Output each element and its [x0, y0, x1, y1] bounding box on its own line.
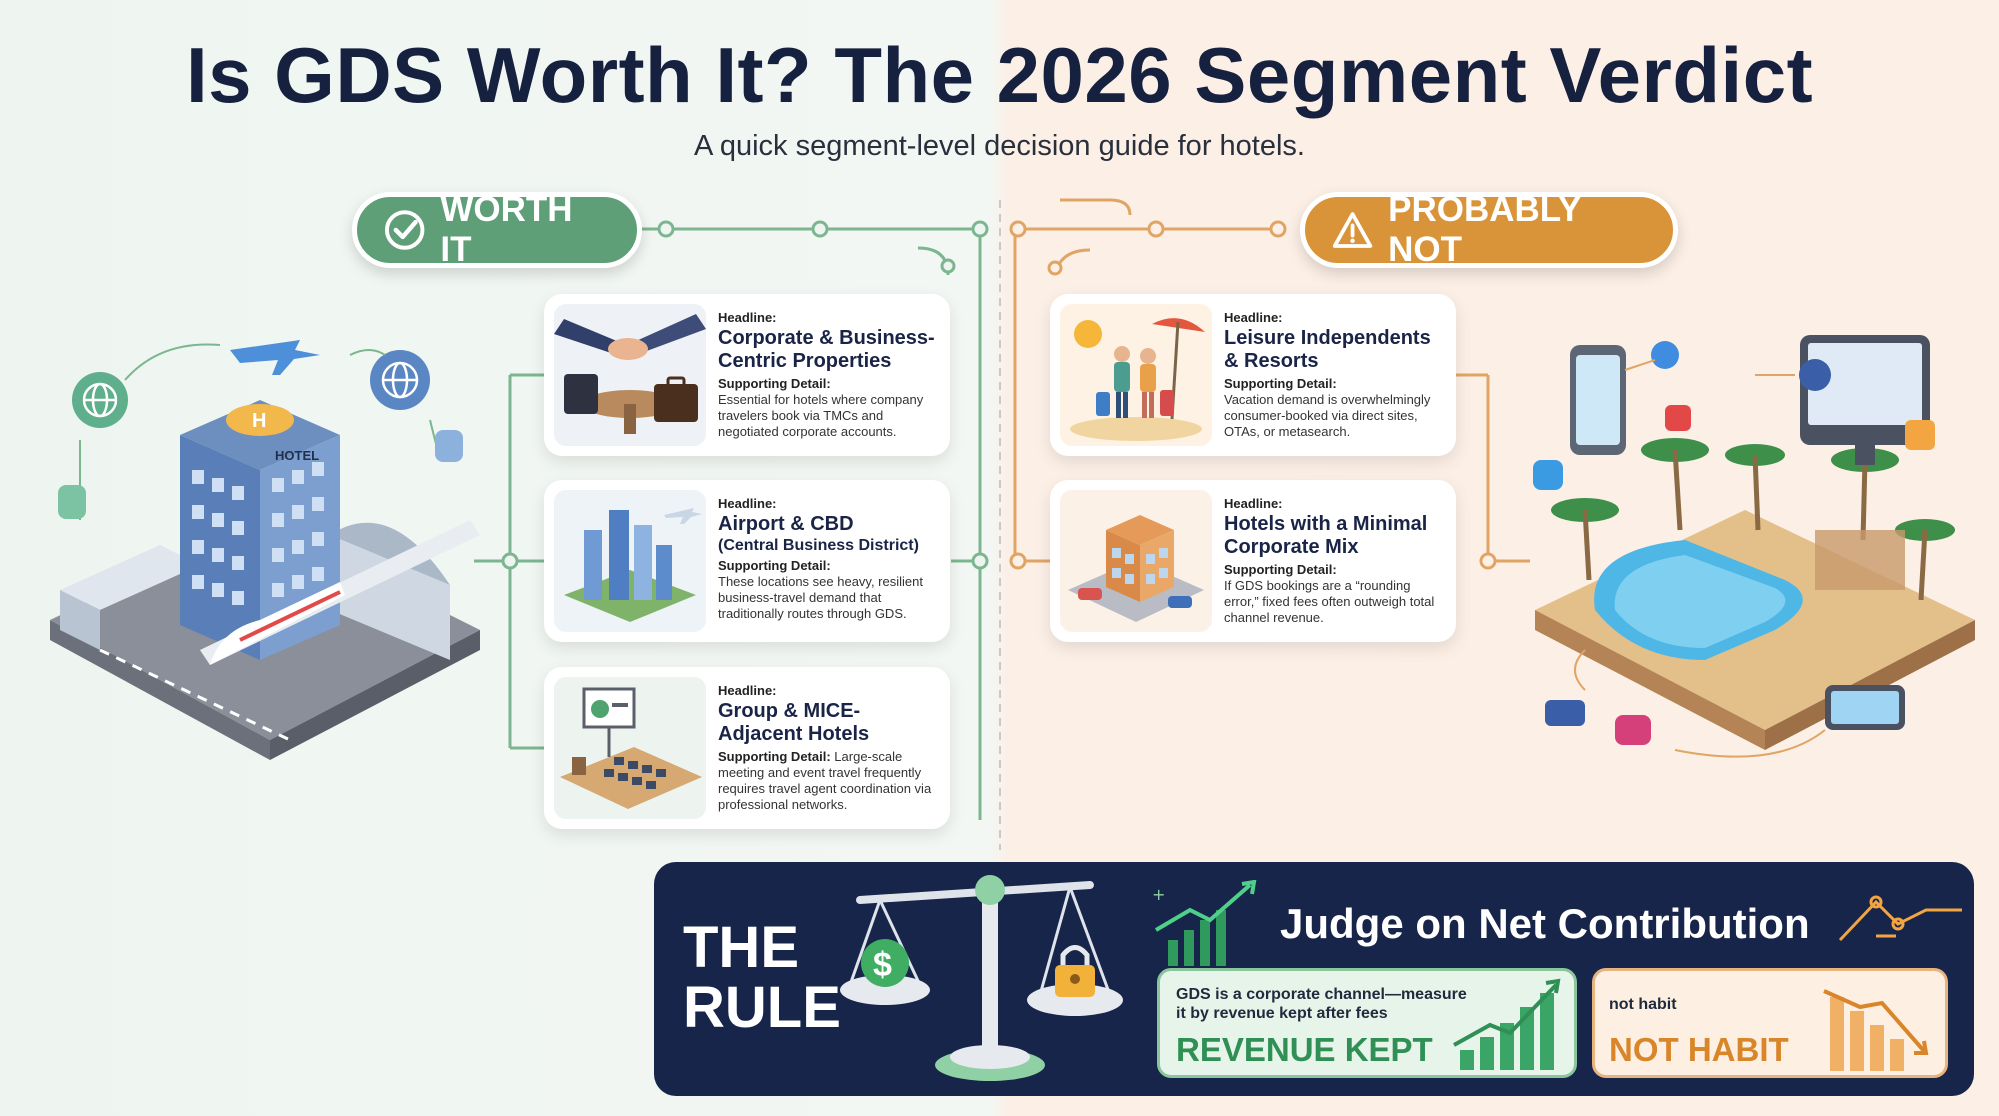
resort-illustration [1533, 335, 1975, 758]
dollar-sign: $ [873, 946, 892, 984]
handshake-thumbnail [554, 304, 706, 446]
page-subtitle: A quick segment-level decision guide for… [694, 130, 1305, 162]
hotel-sign: HOTEL [275, 448, 319, 463]
card-detail: These locations see heavy, resilient bus… [718, 574, 923, 621]
worth-it-pill: WORTH IT [352, 190, 642, 269]
card-headline: Leisure Independents & Resorts [1224, 327, 1431, 372]
card-detail-label: Supporting Detail: [718, 376, 831, 391]
rule-title-line1: THE [683, 915, 799, 980]
revenue-kept-note: GDS is a corporate channel—measure it by… [1176, 986, 1467, 1022]
card-detail: Essential for hotels where company trave… [718, 392, 924, 439]
card-headline: Corporate & Business-Centric Properties [718, 327, 935, 372]
card-detail-label: Supporting Detail: [718, 558, 831, 573]
card-detail-label: Supporting Detail: [1224, 376, 1337, 391]
card-headline-label: Headline: [718, 683, 777, 698]
revenue-down-chart-icon [1823, 989, 1929, 1071]
card-detail: Vacation demand is overwhelmingly consum… [1224, 392, 1431, 439]
city-thumbnail [554, 490, 706, 632]
card-corporate: Headline: Corporate & Business-Centric P… [544, 294, 950, 456]
worth-it-label: WORTH IT [440, 190, 573, 269]
rule-title-line2: RULE [683, 975, 841, 1040]
probably-not-label: PROBABLY NOT [1388, 190, 1581, 269]
beach-travelers-icon [1070, 318, 1205, 441]
helipad-letter: H [252, 410, 266, 432]
trend-line-icon [1838, 895, 1962, 942]
card-leisure: Headline: Leisure Independents & Resorts… [1050, 294, 1456, 456]
business-hotel-illustration: H HOTEL [50, 340, 480, 760]
not-habit-note: not habit [1609, 996, 1677, 1013]
card-airport-cbd: Headline: Airport & CBD (Central Busines… [544, 480, 950, 642]
not-habit-label: NOT HABIT [1609, 1031, 1789, 1068]
presentation-icon [560, 687, 702, 809]
card-headline-label: Headline: [718, 496, 777, 511]
balance-scale-icon: $ [840, 875, 1123, 1081]
card-headline-sub: (Central Business District) [718, 537, 919, 554]
revenue-up-chart-icon [1453, 978, 1561, 1070]
page-title: Is GDS Worth It? The 2026 Segment Verdic… [185, 31, 1814, 119]
conference-thumbnail [554, 677, 706, 819]
card-detail-label: Supporting Detail: [718, 749, 831, 764]
warning-icon [1332, 212, 1373, 248]
card-headline: Group & MICE-Adjacent Hotels [718, 700, 870, 745]
small-hotel-thumbnail [1060, 490, 1212, 632]
skyscraper-icon [564, 508, 702, 622]
small-hotel-icon [1068, 515, 1204, 622]
card-group-mice: Headline: Group & MICE-Adjacent Hotels S… [544, 667, 950, 829]
revenue-kept-box: GDS is a corporate channel—measure it by… [1157, 968, 1577, 1078]
growth-chart-icon: + [1152, 880, 1257, 966]
card-headline-label: Headline: [718, 310, 777, 325]
travelers-thumbnail [1060, 304, 1212, 446]
rule-title: THE RULE [683, 918, 841, 1038]
check-circle-icon [384, 210, 425, 250]
not-habit-box: not habit NOT HABIT [1592, 968, 1948, 1078]
card-detail: Large-scale meeting and event travel fre… [718, 749, 932, 812]
card-headline-label: Headline: [1224, 496, 1283, 511]
card-minimal-corporate: Headline: Hotels with a Minimal Corporat… [1050, 480, 1456, 642]
svg-text:+: + [1152, 885, 1165, 904]
card-headline-label: Headline: [1224, 310, 1283, 325]
card-detail: If GDS bookings are a “rounding error,” … [1224, 578, 1435, 625]
rule-heading: Judge on Net Contribution [1280, 900, 1810, 947]
card-headline: Airport & CBD [718, 513, 854, 535]
probably-not-pill: PROBABLY NOT [1300, 190, 1678, 269]
card-headline: Hotels with a Minimal Corporate Mix [1224, 513, 1428, 558]
card-detail-label: Supporting Detail: [1224, 562, 1337, 577]
handshake-icon [554, 314, 706, 434]
revenue-kept-label: REVENUE KEPT [1176, 1031, 1433, 1068]
